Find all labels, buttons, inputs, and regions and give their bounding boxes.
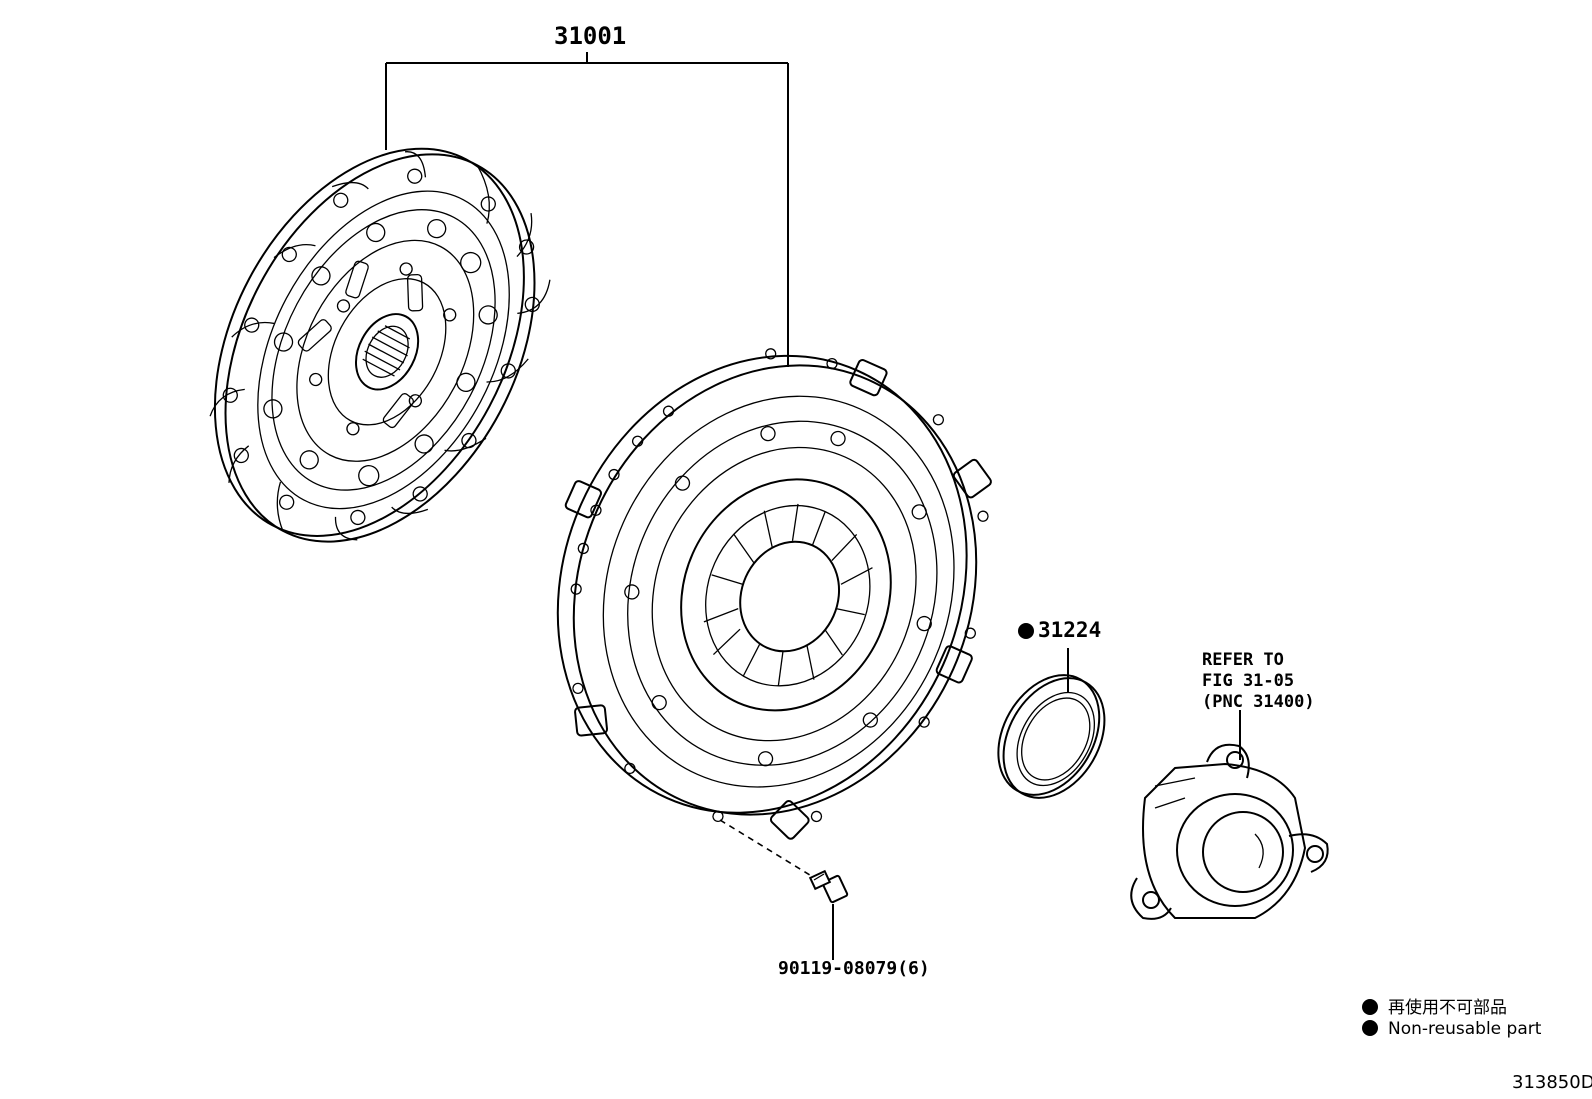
refer-line-1: REFER TO (1202, 650, 1284, 670)
bearing-seal-part (997, 648, 1106, 799)
bolt-label: 90119-08079(6) (778, 958, 930, 979)
legend-en: Non-reusable part (1362, 1019, 1541, 1039)
legend-jp-text: 再使用不可部品 (1388, 998, 1507, 1018)
assembly-bracket (385, 52, 789, 367)
non-reusable-marker-icon (1018, 623, 1034, 639)
clutch-cover (556, 348, 992, 840)
clutch-disc (209, 147, 551, 543)
legend-jp: 再使用不可部品 (1362, 993, 1507, 1018)
bearing-seal-label: 31224 (1038, 618, 1102, 642)
refer-line-2: FIG 31-05 (1202, 671, 1295, 691)
assembly-label: 31001 (554, 22, 627, 50)
release-bearing-part (1130, 710, 1329, 920)
legend-dot-icon (1362, 1020, 1378, 1036)
figure-id: 313850D (1512, 1072, 1592, 1093)
legend-en-text: Non-reusable part (1388, 1019, 1542, 1039)
bolt-part (719, 819, 849, 960)
legend-dot-icon (1362, 999, 1378, 1015)
refer-line-3: (PNC 31400) (1202, 692, 1315, 712)
